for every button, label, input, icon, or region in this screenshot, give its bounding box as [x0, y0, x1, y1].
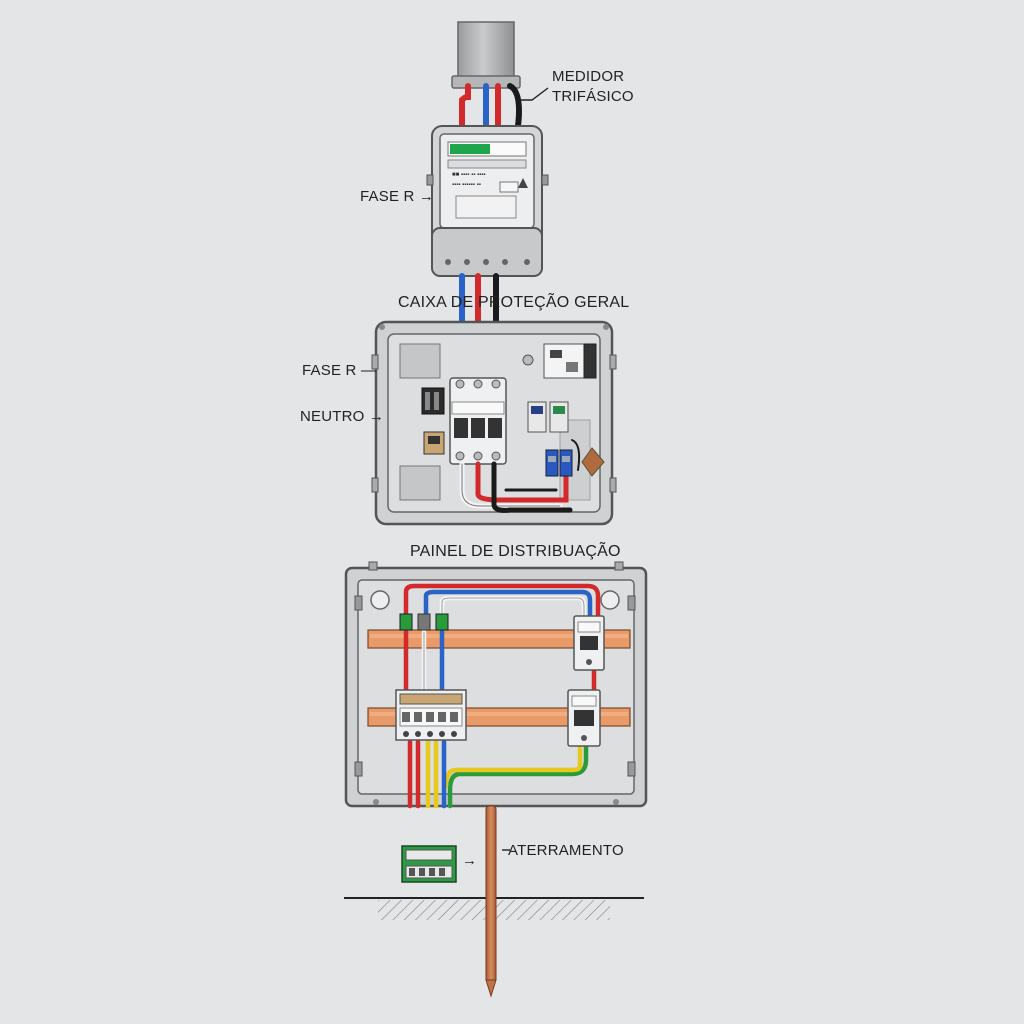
earth-clamp: [581, 447, 605, 477]
main-breaker: [449, 377, 507, 465]
external-terminal-block: [401, 845, 457, 883]
terminal-block-main: [395, 689, 467, 741]
breaker-upper-right: [573, 615, 605, 671]
panel-wires: [403, 583, 601, 809]
label-fase-r-box: FASE R —: [302, 362, 377, 379]
svg-text:▪▪▪▪ ▪▪▪▪▪▪ ▪▪: ▪▪▪▪ ▪▪▪▪▪▪ ▪▪: [452, 182, 481, 188]
svg-text:■■ ▪▪▪▪ ▪▪ ▪▪▪▪: ■■ ▪▪▪▪ ▪▪ ▪▪▪▪: [452, 172, 486, 178]
conduit-pipe: [451, 21, 521, 89]
label-fase-r-meter: FASE R →: [360, 188, 435, 205]
energy-meter: ■■ ▪▪▪▪ ▪▪ ▪▪▪▪ ▪▪▪▪ ▪▪▪▪▪▪ ▪▪: [426, 125, 549, 277]
label-painel-distribuicao: PAINEL DE DISTRIBUAÇÃO: [410, 543, 621, 560]
meter-input-wires: [459, 83, 522, 129]
annotation-lines: [502, 87, 549, 851]
label-medidor: MEDIDOR: [552, 68, 625, 85]
label-caixa-protecao: CAIXA DE PROTEÇÃO GERAL: [398, 294, 630, 311]
breaker-lower-right: [567, 689, 601, 747]
protection-box-wires: [459, 439, 581, 513]
meter-display: [450, 144, 490, 154]
label-trifasico: TRIFÁSICO: [552, 88, 634, 105]
ground-rod: [485, 805, 497, 998]
top-connectors: [399, 613, 449, 631]
label-neutro: NEUTRO →: [300, 408, 385, 425]
blue-terminals: [545, 449, 573, 477]
label-aterramento: ATERRAMENTO: [508, 842, 624, 859]
arrow-terminal-block: →: [462, 852, 478, 869]
surge-protector: [522, 343, 597, 379]
small-modules: [527, 401, 569, 433]
